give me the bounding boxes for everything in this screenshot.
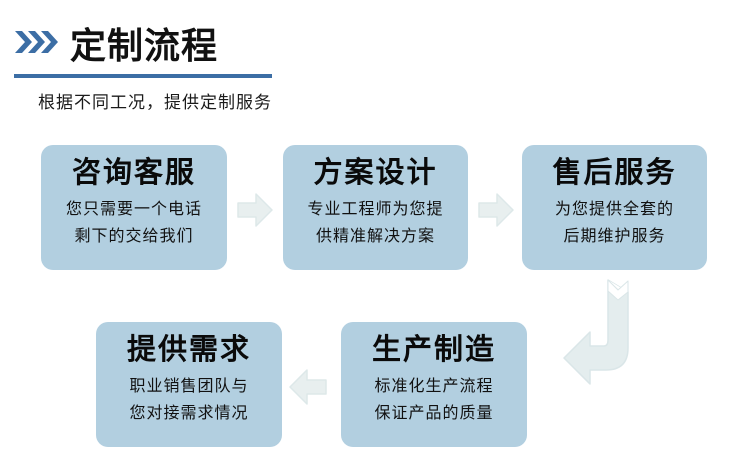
flow-step-description: 职业销售团队与 您对接需求情况: [129, 372, 248, 426]
page-header-row: 定制流程: [14, 18, 314, 66]
arrow-bend-down-left-icon: [560, 278, 638, 393]
flow-step-description: 为您提供全套的 后期维护服务: [555, 195, 674, 249]
flow-step-line-2: 保证产品的质量: [374, 403, 494, 422]
flow-step-line-1: 为您提供全套的: [554, 199, 674, 218]
page-subtitle: 根据不同工况，提供定制服务: [38, 93, 272, 112]
arrow-right-icon: [477, 192, 515, 233]
triple-chevron-right-icon: [14, 29, 58, 60]
flow-step-card[interactable]: 生产制造 标准化生产流程 保证产品的质量: [341, 322, 527, 447]
flow-step-line-2: 后期维护服务: [563, 226, 666, 245]
flow-step-title: 生产制造: [371, 334, 496, 366]
flow-step-line-1: 职业销售团队与: [129, 376, 249, 395]
flow-step-card[interactable]: 咨询客服 您只需要一个电话 剩下的交给我们: [41, 145, 227, 270]
page-title: 定制流程: [70, 25, 219, 66]
flow-step-card[interactable]: 售后服务 为您提供全套的 后期维护服务: [522, 145, 707, 270]
flow-step-card[interactable]: 提供需求 职业销售团队与 您对接需求情况: [96, 322, 282, 447]
flow-step-line-2: 供精准解决方案: [315, 226, 435, 245]
flow-step-card[interactable]: 方案设计 专业工程师为您提 供精准解决方案: [283, 145, 468, 270]
page-header: 定制流程: [14, 18, 314, 78]
flow-step-title: 咨询客服: [71, 157, 196, 189]
flow-step-line-2: 剩下的交给我们: [74, 226, 194, 245]
flow-step-description: 标准化生产流程 保证产品的质量: [374, 372, 493, 426]
flow-step-line-1: 标准化生产流程: [374, 376, 494, 395]
flow-step-title: 方案设计: [313, 157, 438, 189]
arrow-right-icon: [236, 192, 274, 233]
flow-step-description: 专业工程师为您提 供精准解决方案: [307, 195, 443, 249]
flow-step-line-1: 您只需要一个电话: [65, 199, 202, 218]
flow-step-title: 售后服务: [552, 157, 677, 189]
flow-step-line-2: 您对接需求情况: [129, 403, 249, 422]
flow-step-description: 您只需要一个电话 剩下的交给我们: [66, 195, 202, 249]
flow-step-line-1: 专业工程师为您提: [307, 199, 444, 218]
flow-step-title: 提供需求: [126, 334, 251, 366]
title-underline-rule: [14, 74, 272, 78]
arrow-left-icon: [288, 368, 328, 411]
